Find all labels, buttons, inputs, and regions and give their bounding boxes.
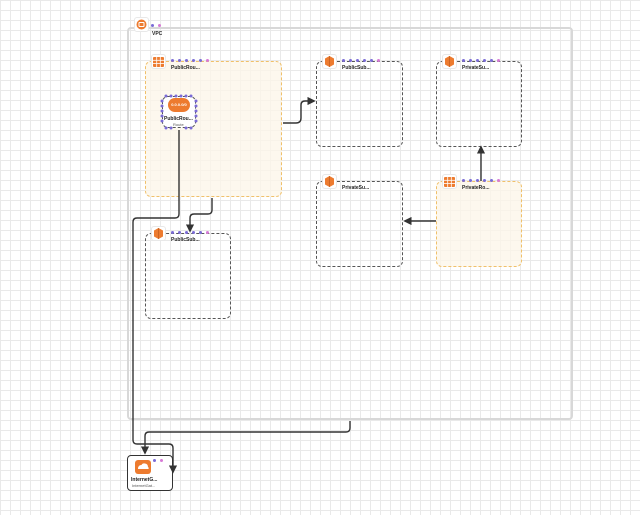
private-route-table-connector-dots bbox=[462, 179, 500, 182]
private-subnet-2-badge bbox=[322, 174, 337, 189]
private-subnet-1-label: PrivateSu... bbox=[462, 65, 490, 71]
public-route-table-connector-dots bbox=[171, 59, 209, 62]
private-subnet-1-badge bbox=[442, 54, 457, 69]
route-table-icon bbox=[153, 56, 164, 67]
public-subnet-2[interactable] bbox=[145, 233, 231, 319]
private-subnet-2[interactable] bbox=[316, 181, 403, 267]
private-subnet-1-connector-dots bbox=[462, 59, 500, 62]
vpc-label: VPC bbox=[152, 31, 163, 37]
public-subnet-1[interactable] bbox=[316, 61, 403, 147]
private-route-table-label: PrivateRo... bbox=[462, 185, 490, 191]
subnet-icon bbox=[325, 176, 334, 187]
edge-route-to-internet-gateway bbox=[132, 130, 180, 474]
route-table-icon bbox=[444, 176, 455, 187]
route-node-handles bbox=[160, 94, 198, 130]
vpc-container[interactable] bbox=[127, 27, 573, 420]
route-node-label: PublicRou... bbox=[164, 116, 193, 122]
edge-public-rt-to-public-subnet-2 bbox=[185, 198, 213, 233]
edge-public-rt-to-public-subnet-1 bbox=[283, 96, 316, 124]
internet-gateway-sublabel: InternetGat... bbox=[132, 483, 156, 488]
internet-gateway-icon bbox=[135, 460, 151, 474]
vpc-badge bbox=[134, 17, 149, 32]
internet-gateway-label: InternetG... bbox=[131, 477, 158, 483]
route-cidr: 0.0.0.0/0 bbox=[171, 102, 187, 107]
public-subnet-2-label: PublicSub... bbox=[171, 237, 200, 243]
private-route-table-badge bbox=[442, 174, 457, 189]
public-subnet-1-badge bbox=[322, 54, 337, 69]
subnet-icon bbox=[325, 56, 334, 67]
internet-gateway-connector-dots bbox=[153, 459, 163, 462]
private-route-table-group[interactable] bbox=[436, 181, 522, 267]
route-node-sublabel: Route bbox=[173, 122, 184, 127]
private-subnet-2-label: PrivateSu... bbox=[342, 185, 370, 191]
public-route-table-group[interactable] bbox=[145, 61, 282, 197]
subnet-icon bbox=[154, 228, 163, 239]
vpc-connector-dots bbox=[151, 24, 161, 27]
public-subnet-1-label: PublicSub... bbox=[342, 65, 371, 71]
subnet-icon bbox=[445, 56, 454, 67]
public-route-table-label: PublicRou... bbox=[171, 65, 200, 71]
public-subnet-2-badge bbox=[151, 226, 166, 241]
public-subnet-1-connector-dots bbox=[342, 59, 380, 62]
edge-vpc-to-internet-gateway bbox=[140, 421, 351, 455]
vpc-icon bbox=[136, 19, 147, 30]
route-icon bbox=[168, 98, 190, 112]
public-route-table-badge bbox=[151, 54, 166, 69]
